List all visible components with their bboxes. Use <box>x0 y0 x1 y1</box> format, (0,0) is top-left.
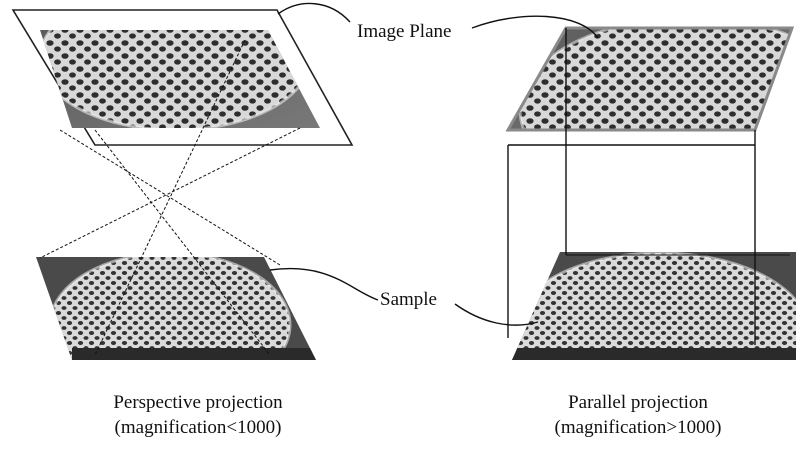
sample-leader-left <box>269 268 379 301</box>
image-plane-leader-right <box>471 15 599 39</box>
image-plane-leader-left <box>277 2 351 23</box>
parallel-caption-line2: (magnification>1000) <box>555 417 722 438</box>
left-image-plane-tile <box>40 30 320 128</box>
parallel-group <box>505 26 796 360</box>
right-projection-lines <box>507 28 790 345</box>
perspective-caption-line1: Perspective projection <box>113 392 283 413</box>
parallel-caption-line1: Parallel projection <box>568 392 708 413</box>
perspective-caption-line2: (magnification<1000) <box>115 417 282 438</box>
left-projection-lines <box>39 39 301 356</box>
sample-leader-right <box>454 303 539 326</box>
image-plane-label: Image Plane <box>357 21 451 42</box>
sample-label: Sample <box>380 289 437 310</box>
perspective-group <box>11 9 354 360</box>
left-sample-tile <box>36 257 316 360</box>
right-sample-tile <box>512 252 796 360</box>
